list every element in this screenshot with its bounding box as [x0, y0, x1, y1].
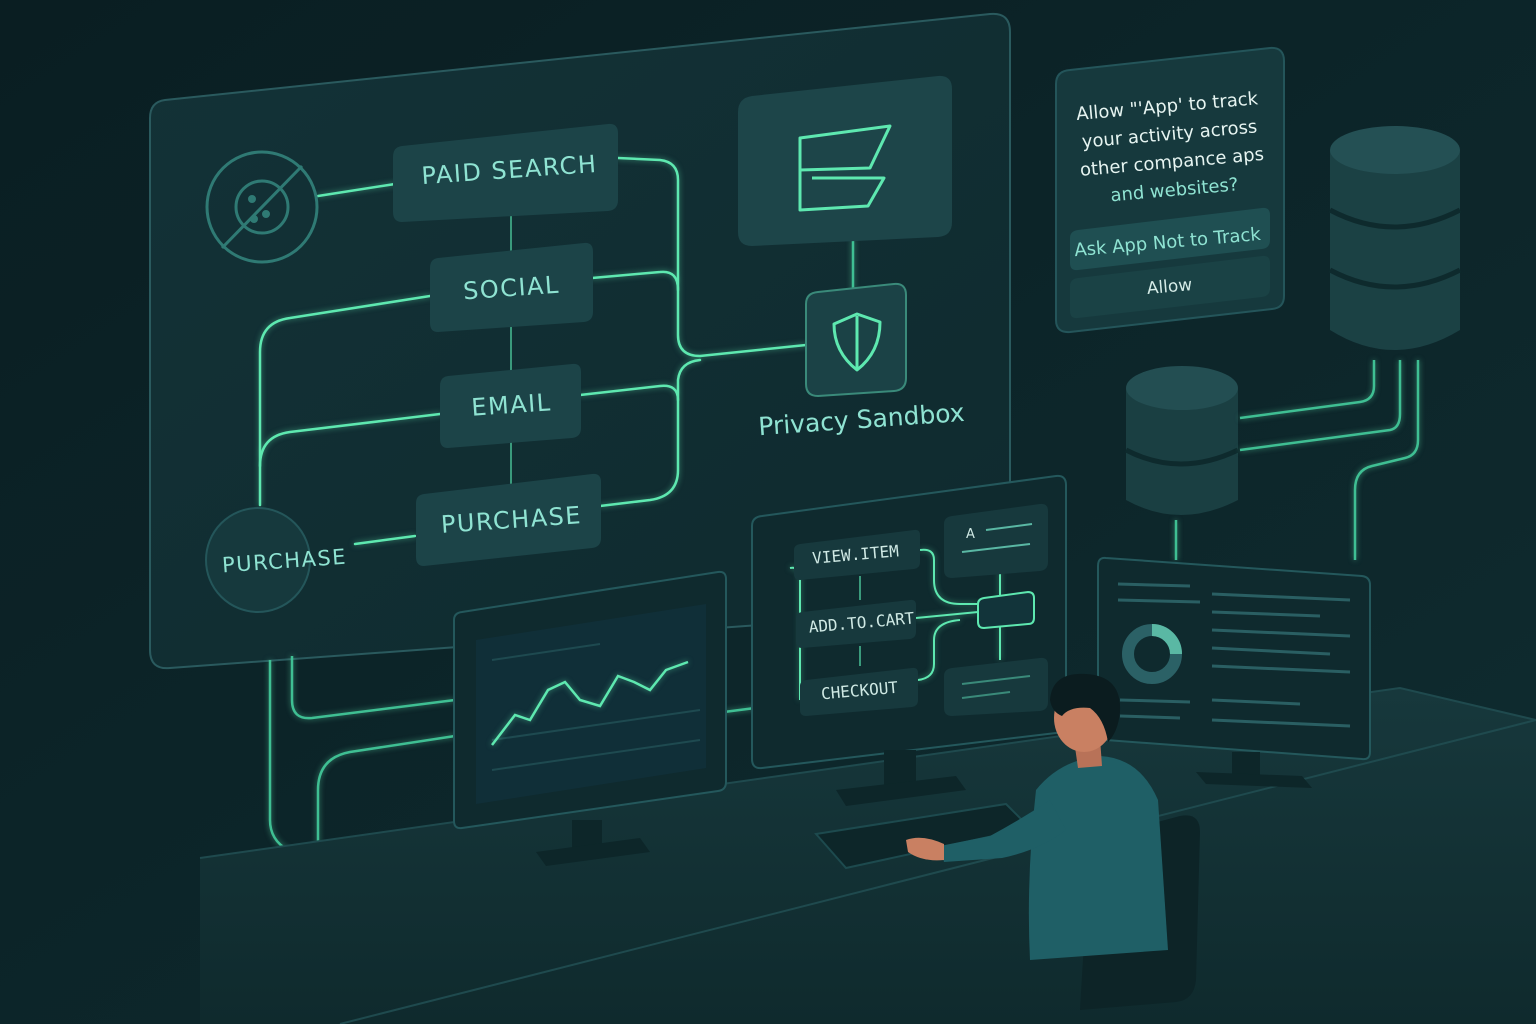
- event-add-to-cart: ADD.TO.CART: [796, 599, 916, 648]
- node-social-label: SOCIAL: [462, 271, 560, 306]
- event-view-item: VIEW.ITEM: [794, 529, 920, 580]
- event-detail-card-letter: A: [966, 527, 975, 542]
- database-connectors: [1174, 360, 1420, 560]
- node-email-label: EMAIL: [470, 388, 552, 422]
- node-social: SOCIAL: [430, 242, 593, 332]
- flow-connectors: [258, 156, 855, 546]
- tracking-permission-dialog: Allow "'App' to track your activity acro…: [1055, 46, 1285, 334]
- monitor-dashboard: [1097, 556, 1371, 788]
- node-paid-search: PAID SEARCH: [393, 123, 618, 222]
- node-purchase-center: PURCHASE: [416, 473, 601, 566]
- allow-button[interactable]: Allow: [1070, 255, 1270, 319]
- envelope-icon: [798, 124, 892, 212]
- node-purchase-left: PURCHASE: [205, 507, 348, 613]
- event-checkout: CHECKOUT: [800, 667, 918, 716]
- event-node-active: [977, 590, 1035, 630]
- monitor-event-flow: VIEW.ITEM ADD.TO.CART CHECKOUT A: [751, 474, 1067, 806]
- event-detail-card-bottom: [944, 657, 1048, 716]
- person-at-desk: [906, 673, 1200, 1010]
- privacy-sandbox-tile: [805, 282, 907, 398]
- database-stack-left: [1124, 366, 1240, 515]
- donut-chart-icon: [1122, 624, 1182, 684]
- no-cookie-icon: [205, 150, 319, 264]
- node-email: EMAIL: [440, 363, 581, 448]
- event-detail-card-top: A: [944, 503, 1048, 578]
- monitor-analytics-chart: [453, 570, 727, 866]
- database-stack-right: [1328, 126, 1462, 350]
- shield-icon: [832, 312, 882, 372]
- allow-label: Allow: [1146, 275, 1193, 299]
- envelope-tile: [738, 75, 952, 246]
- database-icon: [1124, 126, 1462, 515]
